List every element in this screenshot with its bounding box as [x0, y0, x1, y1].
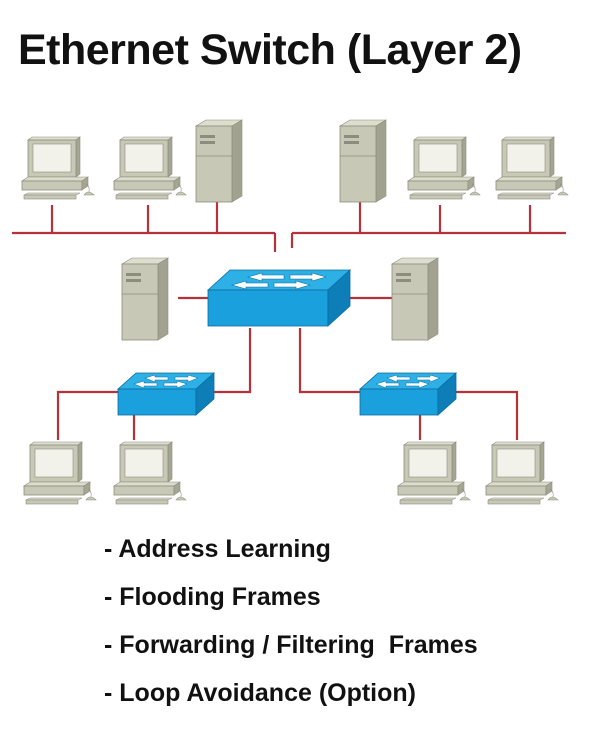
server-icon — [391, 257, 439, 341]
server-icon — [195, 119, 243, 203]
workstation-icon — [495, 136, 569, 200]
feature-item: - Forwarding / Filtering Frames — [104, 631, 478, 659]
workstation-icon — [113, 136, 187, 200]
feature-item: - Loop Avoidance (Option) — [104, 679, 416, 707]
feature-list: - Address Learning - Flooding Frames - F… — [104, 532, 478, 724]
workstation-icon — [23, 441, 97, 505]
workstation-icon — [113, 441, 187, 505]
switch-icon — [359, 372, 457, 416]
server-icon — [121, 257, 169, 341]
server-icon — [339, 119, 387, 203]
network-cables — [12, 198, 566, 440]
workstation-icon — [485, 441, 559, 505]
network-diagram — [12, 119, 569, 505]
feature-item: - Address Learning — [104, 535, 331, 563]
workstation-icon — [397, 441, 471, 505]
switch-icon — [207, 269, 351, 327]
workstation-icon — [21, 136, 95, 200]
page-title: Ethernet Switch (Layer 2) — [18, 26, 522, 74]
switch-icon — [117, 372, 215, 416]
workstation-icon — [407, 136, 481, 200]
feature-item: - Flooding Frames — [104, 583, 321, 611]
